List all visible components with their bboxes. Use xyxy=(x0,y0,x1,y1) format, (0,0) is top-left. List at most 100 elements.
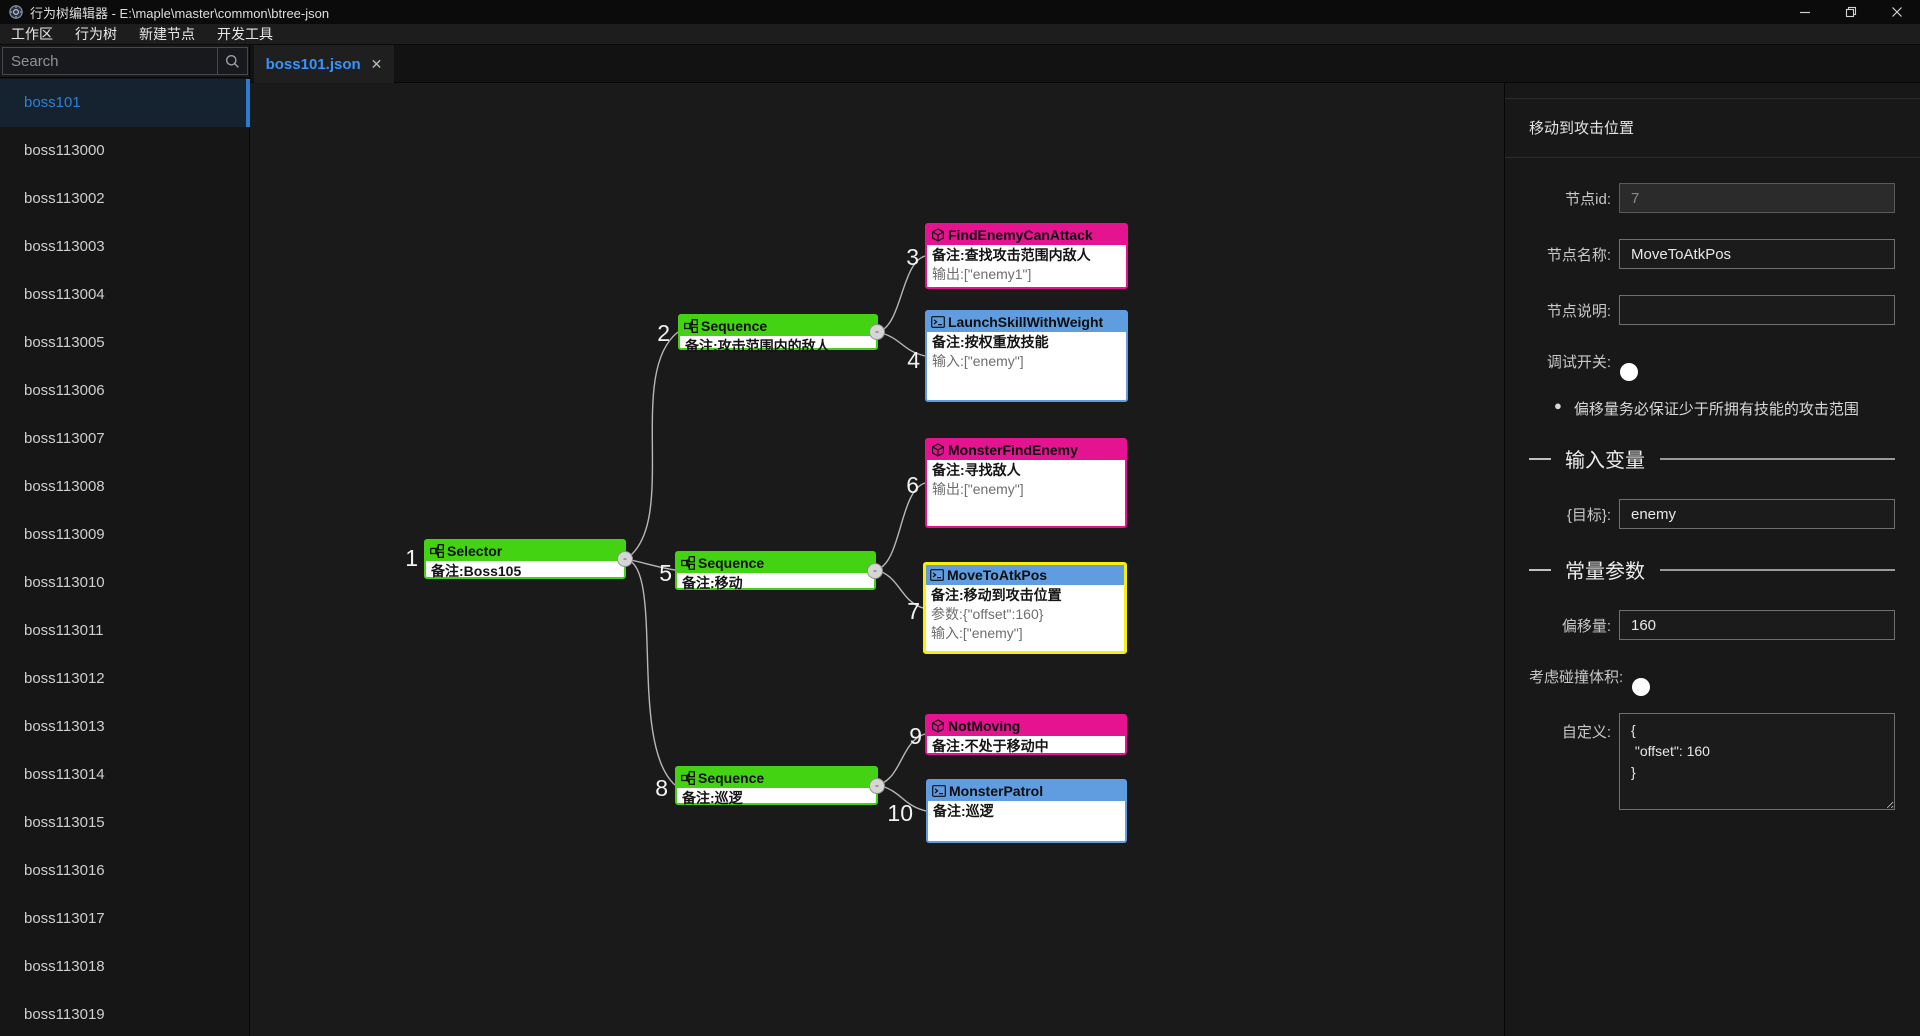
list-item[interactable]: boss113007 xyxy=(24,430,105,447)
composite-icon xyxy=(681,556,695,570)
node-note: 备注:Boss105 xyxy=(431,563,522,579)
node-title: Selector xyxy=(447,543,503,559)
close-button[interactable] xyxy=(1874,0,1920,24)
node-title: LaunchSkillWithWeight xyxy=(948,314,1104,330)
list-item[interactable]: boss113019 xyxy=(24,1006,105,1023)
offset-hint: ● 偏移量务必保证少于所拥有技能的攻击范围 xyxy=(1529,398,1895,419)
sidebar: boss101 boss113000 boss113002 boss113003 bos… xyxy=(0,45,250,1036)
menubar: 工作区 行为树 新建节点 开发工具 xyxy=(0,24,1920,45)
node-name-field[interactable] xyxy=(1619,239,1895,269)
list-item[interactable]: boss113002 xyxy=(24,190,105,207)
menu-workspace[interactable]: 工作区 xyxy=(11,25,53,42)
node-note: 备注:巡逻 xyxy=(933,803,994,819)
node-title: Sequence xyxy=(701,318,768,334)
target-field[interactable] xyxy=(1619,499,1895,529)
tree-canvas[interactable]: Selector 备注:Boss105 - Sequence 备注:攻击范围内的… xyxy=(250,83,1504,1036)
list-item[interactable]: boss113004 xyxy=(24,286,105,303)
list-item[interactable]: boss113012 xyxy=(24,670,105,687)
tab-strip: boss101.json ✕ xyxy=(250,45,1920,83)
node-note: 备注:不处于移动中 xyxy=(932,738,1049,754)
node-note: 备注:移动 xyxy=(682,575,743,591)
collision-toggle-label: 考虑碰撞体积: xyxy=(1529,669,1624,686)
node-title: Sequence xyxy=(698,555,765,571)
list-item[interactable]: boss113008 xyxy=(24,478,105,495)
node-name-row: 节点名称: xyxy=(1529,239,1895,269)
const-params-section: 常量参数 xyxy=(1529,555,1895,584)
bt-node-movetoatkpos-7[interactable]: MoveToAtkPos 备注:移动到攻击位置参数:{"offset":160}… xyxy=(923,562,1127,654)
list-item[interactable]: boss113015 xyxy=(24,814,105,831)
list-item[interactable]: boss113003 xyxy=(24,238,105,255)
list-item[interactable]: boss113010 xyxy=(24,574,105,591)
condition-icon xyxy=(931,228,945,242)
composite-icon xyxy=(681,771,695,785)
list-item[interactable]: boss113006 xyxy=(24,382,105,399)
tab-close-icon[interactable]: ✕ xyxy=(370,55,383,72)
node-id-row: 节点id: xyxy=(1529,183,1895,213)
menu-new-node[interactable]: 新建节点 xyxy=(139,25,195,42)
target-label: {目标}: xyxy=(1566,506,1611,524)
node-title: MonsterPatrol xyxy=(949,783,1044,799)
bt-node-selector-1[interactable]: Selector 备注:Boss105 - xyxy=(424,539,633,579)
list-item[interactable]: boss113009 xyxy=(24,526,105,543)
node-note: 备注:移动到攻击位置 xyxy=(931,587,1062,603)
section-dash xyxy=(1529,568,1551,571)
bt-node-findenemycanattack-3[interactable]: FindEnemyCanAttack 备注:查找攻击范围内敌人输出:["enem… xyxy=(925,223,1128,289)
list-item[interactable]: boss113014 xyxy=(24,766,105,783)
custom-json-field[interactable]: { "offset": 160 } xyxy=(1619,713,1895,810)
bt-node-monsterpatrol-10[interactable]: MonsterPatrol 备注:巡逻 xyxy=(926,779,1127,843)
menu-dev-tools[interactable]: 开发工具 xyxy=(217,25,273,42)
window-controls xyxy=(1782,0,1920,24)
restore-button[interactable] xyxy=(1828,0,1874,24)
node-number: 3 xyxy=(906,244,919,270)
search-input[interactable] xyxy=(2,47,218,75)
collapse-button[interactable]: - xyxy=(869,777,885,794)
node-name-label: 节点名称: xyxy=(1546,246,1611,264)
list-item[interactable]: boss113018 xyxy=(24,958,105,975)
minimize-button[interactable] xyxy=(1782,0,1828,24)
composite-icon xyxy=(430,544,444,558)
tab-boss101[interactable]: boss101.json ✕ xyxy=(254,45,394,83)
collapse-button[interactable]: - xyxy=(867,562,883,579)
tab-label: boss101.json xyxy=(265,55,361,73)
action-icon xyxy=(931,315,945,329)
node-output: 输出:["enemy"] xyxy=(932,481,1024,497)
list-item[interactable]: boss113017 xyxy=(24,910,105,927)
node-input: 输入:["enemy"] xyxy=(931,625,1023,641)
list-item[interactable]: boss113011 xyxy=(24,622,104,639)
node-number: 1 xyxy=(405,545,418,571)
offset-hint-text: 偏移量务必保证少于所拥有技能的攻击范围 xyxy=(1573,401,1859,418)
titlebar: 行为树编辑器 - E:\maple\master\common\btree-js… xyxy=(0,0,1920,24)
action-icon xyxy=(932,784,946,798)
bt-node-sequence-5[interactable]: Sequence 备注:移动 - xyxy=(675,551,883,591)
bt-node-monsterfindenemy-6[interactable]: MonsterFindEnemy 备注:寻找敌人输出:["enemy"] xyxy=(925,438,1127,528)
custom-json-row: 自定义: { "offset": 160 } xyxy=(1529,713,1895,810)
list-item[interactable]: boss101 xyxy=(0,79,250,127)
bt-node-sequence-8[interactable]: Sequence 备注:巡逻 - xyxy=(675,766,885,806)
node-number: 2 xyxy=(657,320,670,346)
condition-icon xyxy=(931,443,945,457)
custom-json-label: 自定义: xyxy=(1561,724,1611,741)
list-item[interactable]: boss113005 xyxy=(24,334,105,351)
bt-node-launchskillwithweight-4[interactable]: LaunchSkillWithWeight 备注:按权重放技能输入:["enem… xyxy=(925,310,1128,402)
list-item[interactable]: boss113013 xyxy=(24,718,105,735)
window-title: 行为树编辑器 - E:\maple\master\common\btree-js… xyxy=(30,5,330,21)
bt-node-notmoving-9[interactable]: NotMoving 备注:不处于移动中 xyxy=(925,714,1127,755)
search-button[interactable] xyxy=(218,47,248,75)
action-icon xyxy=(930,568,944,582)
node-note: 备注:查找攻击范围内敌人 xyxy=(932,247,1091,263)
node-output: 输出:["enemy1"] xyxy=(932,266,1032,282)
node-desc-field[interactable] xyxy=(1619,295,1895,325)
offset-field[interactable] xyxy=(1619,610,1895,640)
list-item[interactable]: boss113016 xyxy=(24,862,105,879)
panel-form: 节点id: 节点名称: 节点说明: 调试开关: ● 偏移量务 xyxy=(1505,158,1920,810)
node-title: NotMoving xyxy=(948,718,1021,734)
collapse-button[interactable]: - xyxy=(617,551,633,567)
menu-behavior-tree[interactable]: 行为树 xyxy=(75,25,117,42)
collision-toggle-row: 考虑碰撞体积: xyxy=(1529,666,1895,696)
list-item[interactable]: boss113000 xyxy=(24,142,105,159)
bt-node-sequence-2[interactable]: Sequence 备注:攻击范围内的敌人 - xyxy=(678,314,885,354)
toggle-knob xyxy=(1620,362,1638,381)
collapse-button[interactable]: - xyxy=(869,324,885,340)
node-id-field xyxy=(1619,183,1895,213)
input-vars-title: 输入变量 xyxy=(1565,450,1645,472)
